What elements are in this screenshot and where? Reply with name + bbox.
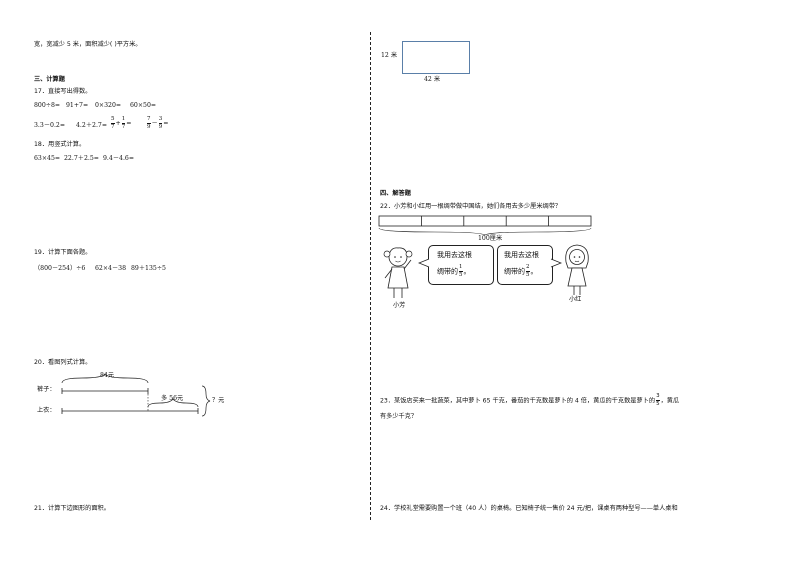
rectangle-figure	[402, 41, 470, 74]
q23-text-line2: 有多少千克？	[380, 413, 418, 420]
girl-xiaofang-illustration	[383, 247, 413, 298]
bubble-tail	[550, 258, 562, 268]
pants-label: 裤子：	[37, 386, 56, 393]
section-title-calculation: 三、计算题	[34, 76, 65, 83]
girl-name-xiaofang: 小芳	[393, 302, 406, 309]
q19-item: 62×4－38	[95, 265, 127, 272]
q17-item: 4.2＋2.7=	[76, 122, 108, 129]
rectangle-length-label: 42 米	[424, 76, 441, 83]
q19-item: （800－254）÷6	[34, 265, 86, 272]
line-segment-diagram	[61, 373, 211, 417]
coat-label: 上衣：	[37, 407, 56, 414]
top-brace	[61, 373, 149, 384]
q17-item: 3.3－0.2=	[34, 122, 66, 129]
q22-title: 22．小芳和小红用一根绸带做中国结，她们各用去多少厘米绸带？	[380, 203, 562, 210]
q19-item: 89＋135÷5	[131, 265, 166, 272]
q24-text: 24．学校礼堂需要购置一个班（40 人）的桌椅。已知椅子统一售价 24 元/把，…	[380, 505, 678, 512]
ribbon-brace	[378, 227, 592, 236]
ribbon-length-label: 100厘米	[478, 235, 503, 242]
bubble-text: 我用去这根	[504, 251, 539, 259]
difference-brace	[147, 398, 199, 408]
ribbon-bar	[378, 215, 592, 227]
total-brace	[201, 385, 211, 417]
q20-title: 20．看图列式计算。	[34, 359, 92, 366]
section-title-word-problems: 四、解答题	[380, 190, 411, 197]
q18-item: 22.7＋2.5=	[64, 155, 99, 162]
q19-title: 19．计算下面各题。	[34, 249, 92, 256]
q21-title: 21．计算下边图形的面积。	[34, 505, 110, 512]
q17-title: 17．直接写出得数。	[34, 88, 92, 95]
girl-xiaohong-illustration	[565, 244, 589, 295]
q17-item: 91+7=	[66, 102, 89, 109]
total-unknown-label: ？元	[212, 397, 225, 404]
girl-name-xiaohong: 小红	[569, 296, 582, 303]
q17-item: 60×50=	[130, 102, 157, 109]
ribbon-diagram	[378, 215, 592, 236]
bubble-tail	[418, 258, 430, 268]
q18-item: 63×45=	[34, 155, 61, 162]
rectangle-width-label: 12 米	[381, 52, 398, 59]
continued-question-text: 宽，宽减少 5 米，面积减少( )平方米。	[34, 41, 142, 48]
bubble-text: 我用去这根	[437, 251, 472, 259]
column-divider	[370, 32, 371, 520]
q18-title: 18．用竖式计算。	[34, 141, 86, 148]
difference-label: 多 56元	[161, 395, 184, 402]
brace-value-label: 84元	[100, 372, 115, 379]
q17-item: 800÷8=	[34, 102, 61, 109]
q23-text-line1: 23．某饭店买来一批蔬菜，其中萝卜 65 千克，番茄的千克数是萝卜的 4 倍，黄…	[380, 393, 680, 407]
q17-item: 0×320=	[95, 102, 122, 109]
q18-item: 9.4－4.6=	[103, 155, 135, 162]
